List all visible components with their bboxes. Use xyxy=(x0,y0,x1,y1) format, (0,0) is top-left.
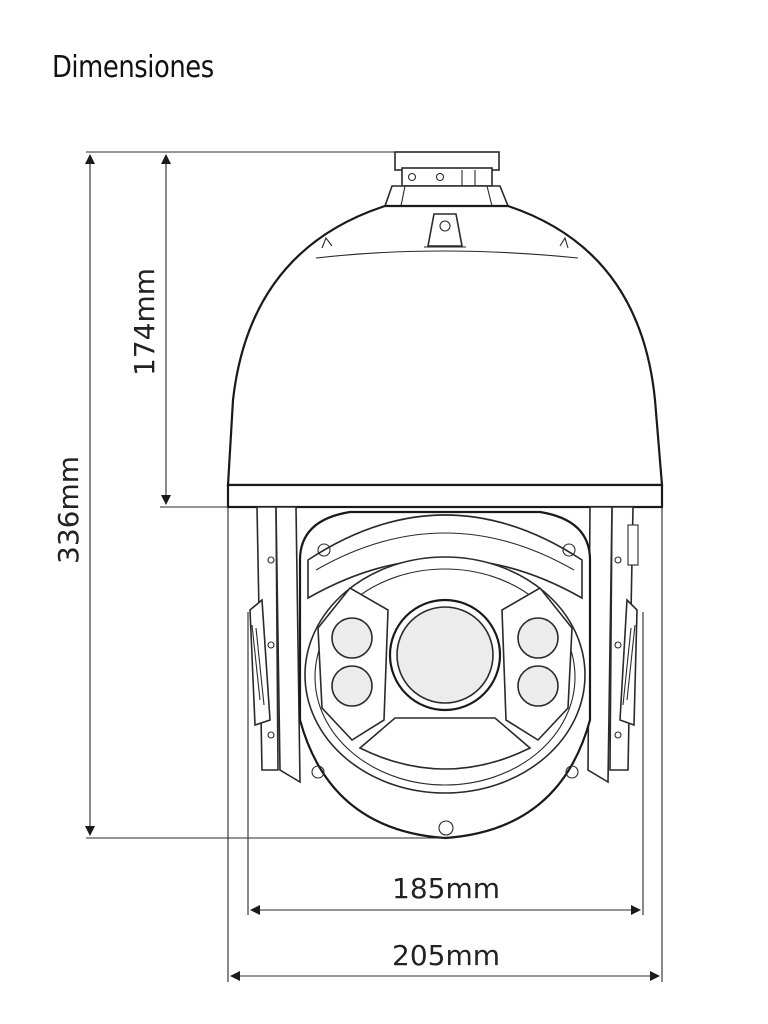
dome-height-label: 174mm xyxy=(128,268,161,376)
dimension-outer-width: 205mm xyxy=(227,507,663,982)
dome-housing xyxy=(226,204,664,509)
yoke-right-arm xyxy=(587,506,639,784)
outer-width-label: 205mm xyxy=(392,939,500,972)
dimension-total-height: 336mm xyxy=(52,151,445,839)
total-height-label: 336mm xyxy=(52,456,85,564)
mount-bracket xyxy=(383,151,510,207)
inner-width-label: 185mm xyxy=(392,872,500,905)
dimension-inner-width: 185mm xyxy=(247,612,644,915)
camera-head xyxy=(298,510,592,840)
yoke-left-arm xyxy=(249,506,301,784)
dimension-dome-height: 174mm xyxy=(128,154,228,508)
page-title: Dimensiones xyxy=(52,50,214,85)
camera-illustration xyxy=(226,151,664,840)
